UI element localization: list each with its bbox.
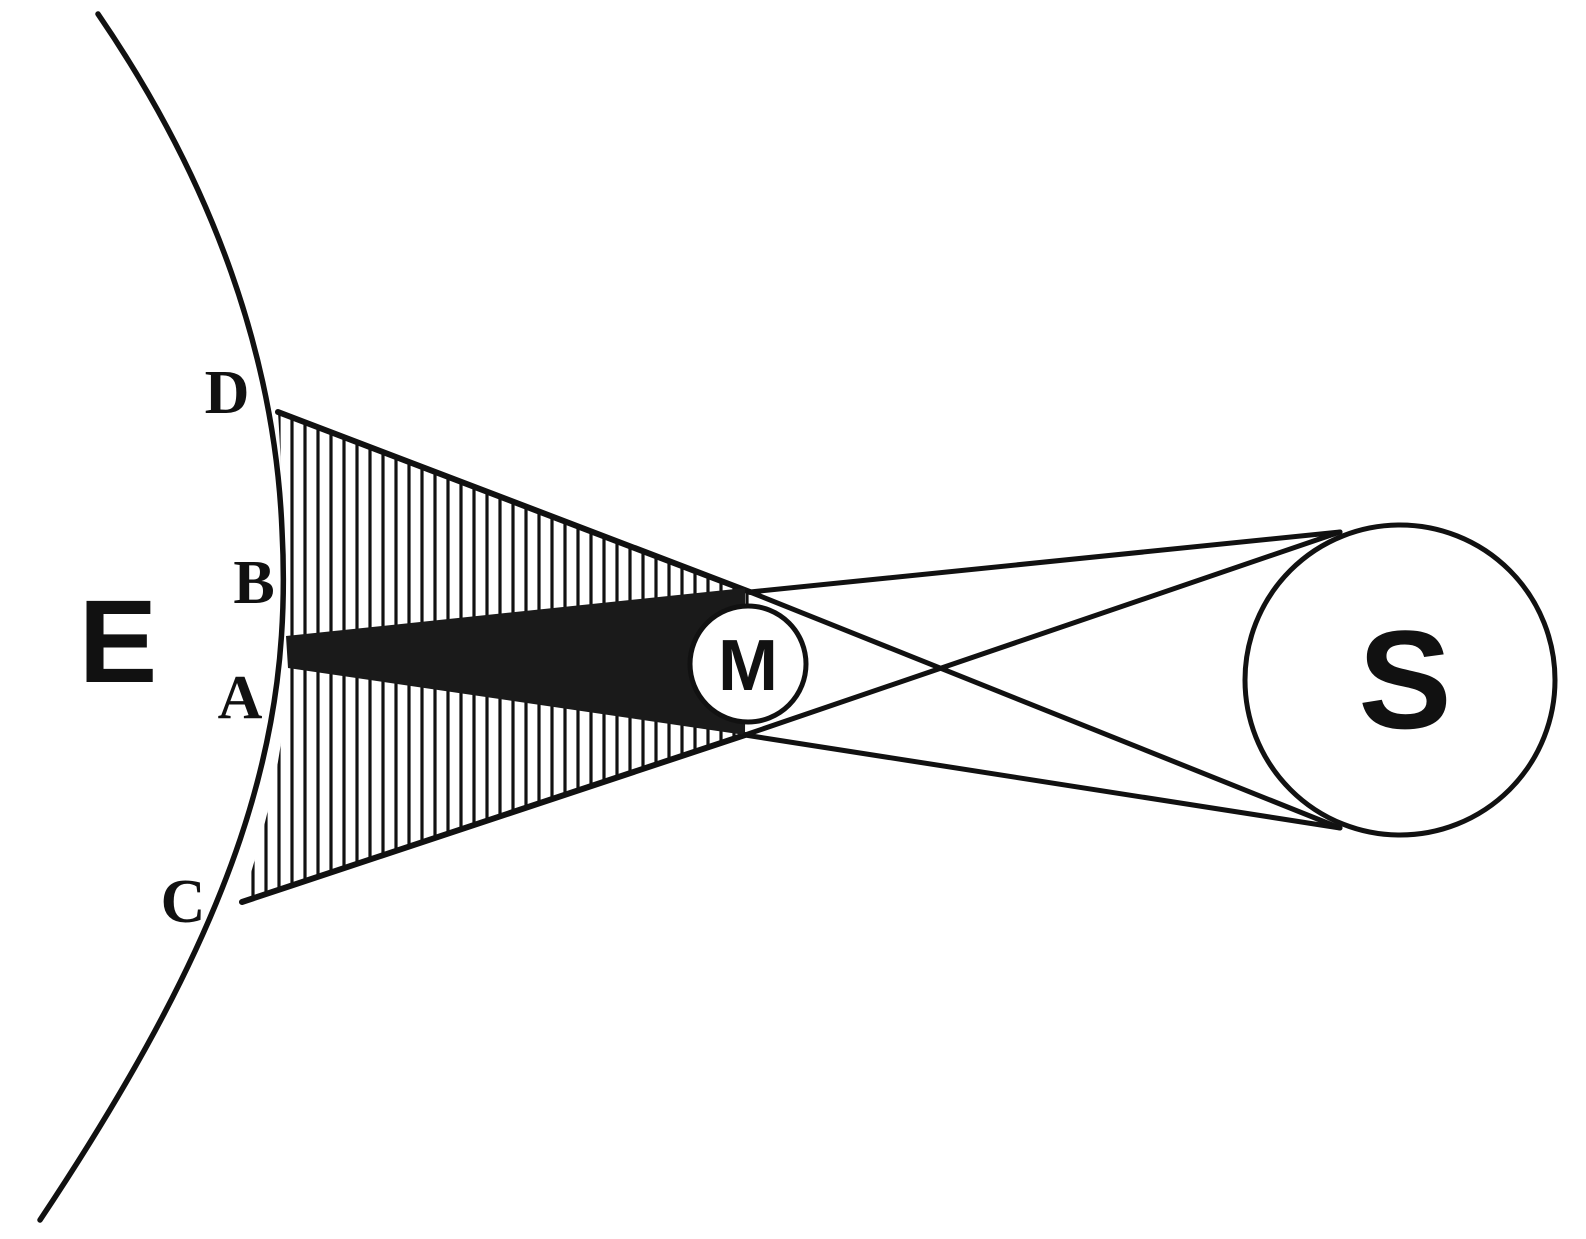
earth-label: E bbox=[79, 576, 158, 708]
point-c-label: C bbox=[161, 868, 206, 936]
sun-label: S bbox=[1358, 601, 1451, 758]
point-a-label: A bbox=[218, 664, 263, 732]
outer-tangent-lower bbox=[745, 735, 1340, 828]
moon-label: M bbox=[718, 626, 778, 706]
point-b-label: B bbox=[233, 549, 274, 617]
earth-surface-arc bbox=[40, 14, 283, 1220]
point-d-label: D bbox=[205, 359, 250, 427]
